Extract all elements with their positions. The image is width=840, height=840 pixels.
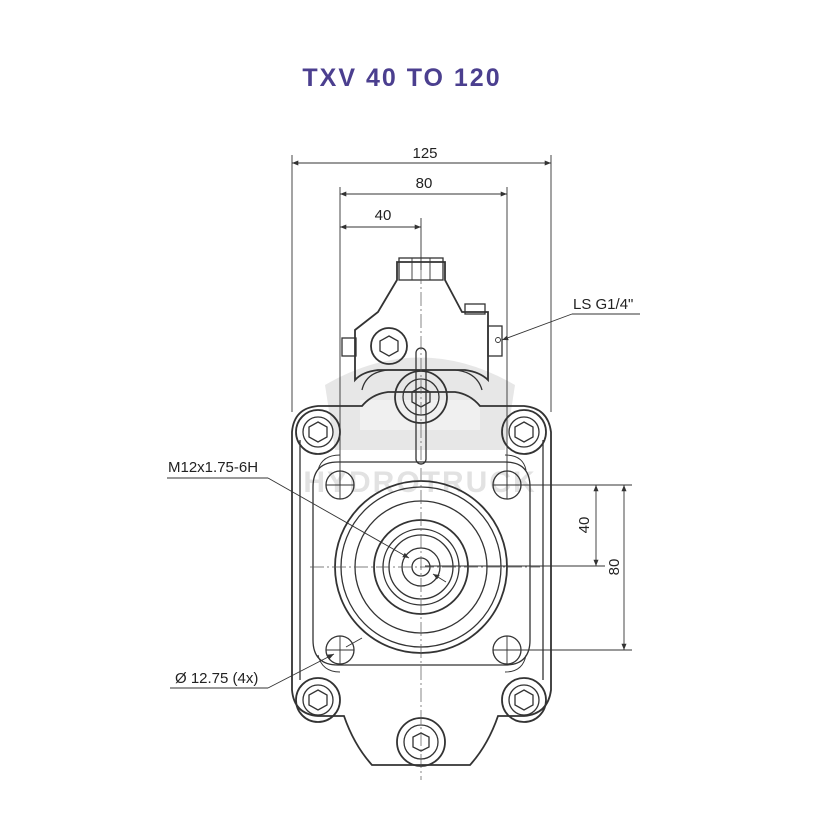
dimension-80-text: 80 bbox=[416, 175, 433, 192]
corner-bolt-top-right bbox=[501, 409, 547, 455]
dimension-40-text: 40 bbox=[375, 207, 392, 224]
dimension-40-vertical: 40 bbox=[425, 484, 632, 567]
corner-bolt-top-left bbox=[295, 409, 341, 455]
dimension-40-horizontal: 40 bbox=[340, 207, 422, 270]
hole-label: Ø 12.75 (4x) bbox=[175, 670, 258, 687]
drawing-title: TXV 40 TO 120 bbox=[302, 64, 502, 92]
dimension-40v-text: 40 bbox=[576, 517, 593, 534]
corner-bolt-bottom-right bbox=[501, 677, 547, 723]
dimension-80v-text: 80 bbox=[606, 559, 623, 576]
watermark-logo: HYDROTRUCK bbox=[303, 357, 535, 499]
dimension-80-vertical: 80 bbox=[505, 485, 632, 651]
hole-callout: Ø 12.75 (4x) bbox=[170, 637, 363, 689]
dimension-125-text: 125 bbox=[412, 145, 437, 162]
corner-bolt-bottom-left bbox=[295, 677, 341, 723]
dimension-overall-width: 125 bbox=[291, 145, 552, 412]
centerlines bbox=[310, 270, 540, 780]
ls-port-callout: LS G1/4" bbox=[501, 296, 640, 341]
thread-callout: M12x1.75-6H bbox=[167, 459, 447, 583]
mounting-holes bbox=[325, 470, 522, 665]
thread-label: M12x1.75-6H bbox=[168, 459, 258, 476]
ls-port-label: LS G1/4" bbox=[573, 296, 633, 313]
